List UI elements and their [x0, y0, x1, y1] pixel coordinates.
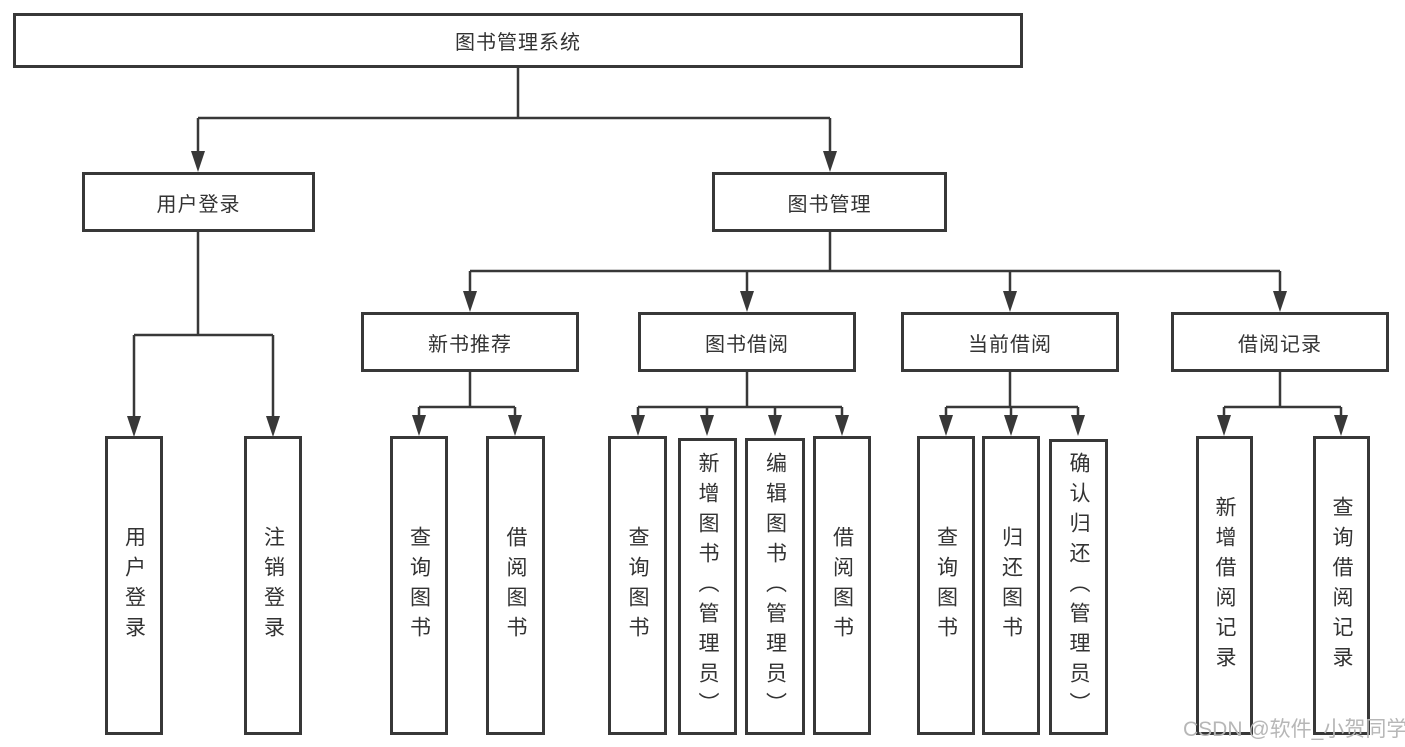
leaf-user-login-label: 用户登录 [122, 525, 146, 646]
csdn-watermark: CSDN @软件_小贺同学 [1183, 718, 1405, 741]
leaf-borrowing-edit-label: 编辑图书（管理员） [763, 451, 787, 722]
node-root: 图书管理系统 [13, 13, 1023, 68]
leaf-records-add-label: 新增借阅记录 [1213, 495, 1236, 676]
leaf-borrowing-borrow-label: 借阅图书 [830, 525, 854, 646]
leaf-logout: 注销登录 [244, 436, 302, 735]
leaf-user-login: 用户登录 [105, 436, 163, 735]
leaf-current-return: 归还图书 [982, 436, 1040, 735]
leaf-current-confirm-return-label: 确认归还（管理员） [1067, 452, 1090, 722]
node-book-borrowing-label: 图书借阅 [705, 333, 789, 356]
leaf-current-query: 查询图书 [917, 436, 975, 735]
leaf-records-add: 新增借阅记录 [1196, 436, 1253, 735]
node-user-login: 用户登录 [82, 172, 315, 232]
leaf-current-return-label: 归还图书 [999, 525, 1023, 646]
leaf-records-query: 查询借阅记录 [1313, 436, 1370, 735]
leaf-borrowing-edit: 编辑图书（管理员） [745, 438, 805, 735]
node-book-borrowing: 图书借阅 [638, 312, 856, 372]
leaf-borrowing-add-label: 新增图书（管理员） [696, 451, 719, 722]
arrowheads [127, 151, 1348, 437]
leaf-newbooks-query: 查询图书 [390, 436, 448, 735]
leaf-borrowing-borrow: 借阅图书 [813, 436, 871, 735]
leaf-logout-label: 注销登录 [261, 525, 285, 646]
node-book-management: 图书管理 [712, 172, 947, 232]
leaf-borrowing-query: 查询图书 [608, 436, 667, 735]
node-borrowing-records: 借阅记录 [1171, 312, 1389, 372]
leaf-current-query-label: 查询图书 [934, 525, 958, 646]
leaf-records-query-label: 查询借阅记录 [1330, 495, 1353, 676]
leaf-newbooks-borrow-label: 借阅图书 [504, 525, 527, 646]
node-book-management-label: 图书管理 [787, 193, 872, 216]
node-current-borrowing-label: 当前借阅 [968, 333, 1052, 356]
node-current-borrowing: 当前借阅 [901, 312, 1119, 372]
node-borrowing-records-label: 借阅记录 [1238, 333, 1322, 356]
leaf-borrowing-query-label: 查询图书 [626, 525, 649, 646]
node-new-books: 新书推荐 [361, 312, 579, 372]
node-user-login-label: 用户登录 [156, 193, 241, 216]
leaf-newbooks-borrow: 借阅图书 [486, 436, 545, 735]
node-root-label: 图书管理系统 [455, 32, 581, 54]
node-new-books-label: 新书推荐 [428, 333, 512, 356]
leaf-borrowing-add: 新增图书（管理员） [678, 438, 737, 735]
leaf-current-confirm-return: 确认归还（管理员） [1049, 439, 1108, 735]
leaf-newbooks-query-label: 查询图书 [407, 525, 431, 646]
